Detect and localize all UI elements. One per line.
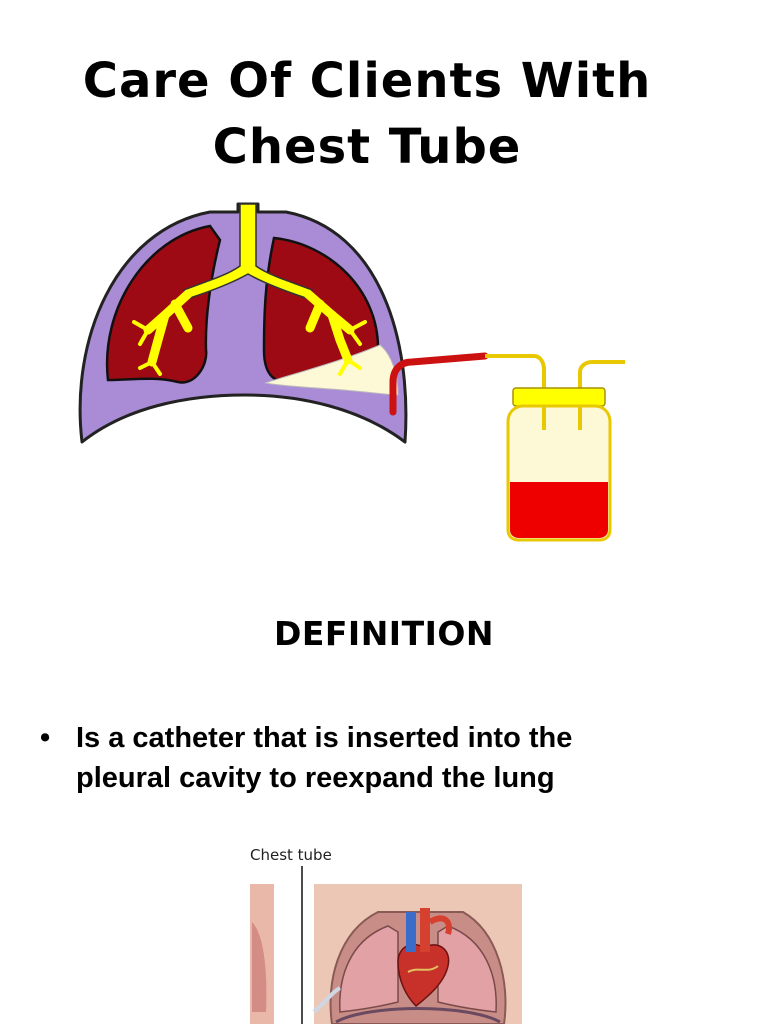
bronchi-twigs <box>132 320 367 376</box>
definition-line-2: pleural cavity to reexpand the lung <box>76 762 555 794</box>
definition-line-1: Is a catheter that is inserted into the <box>76 722 573 754</box>
title-line-1: Care Of Clients With <box>82 53 652 109</box>
photo-left-lung <box>339 925 399 1013</box>
bronchi-branches <box>143 289 355 367</box>
bullet-marker: • <box>40 722 51 754</box>
connector-tubing <box>485 354 546 390</box>
title-line-2: Chest Tube <box>212 119 522 175</box>
photo-caption: Chest tube <box>250 846 332 864</box>
trachea-shape <box>182 203 314 299</box>
chest-drainage-diagram <box>78 202 625 542</box>
definition-text: Is a catheter that is inserted into the … <box>76 718 740 798</box>
pleural-fluid-shape <box>264 344 399 396</box>
drainage-jar-lid <box>512 387 606 407</box>
definition-bullet: • Is a catheter that is inserted into th… <box>40 718 740 798</box>
drainage-blood-level <box>510 482 608 538</box>
chest-anatomy-photo <box>250 866 522 1024</box>
photo-chest-tube <box>312 986 342 1014</box>
vent-tubing <box>578 360 625 390</box>
slide-title: Care Of Clients With Chest Tube <box>0 48 734 180</box>
left-lung-shape <box>105 224 222 384</box>
chest-tube-tubing <box>389 352 489 416</box>
definition-heading: DEFINITION <box>273 614 495 653</box>
photo-diaphragm <box>335 1007 501 1024</box>
